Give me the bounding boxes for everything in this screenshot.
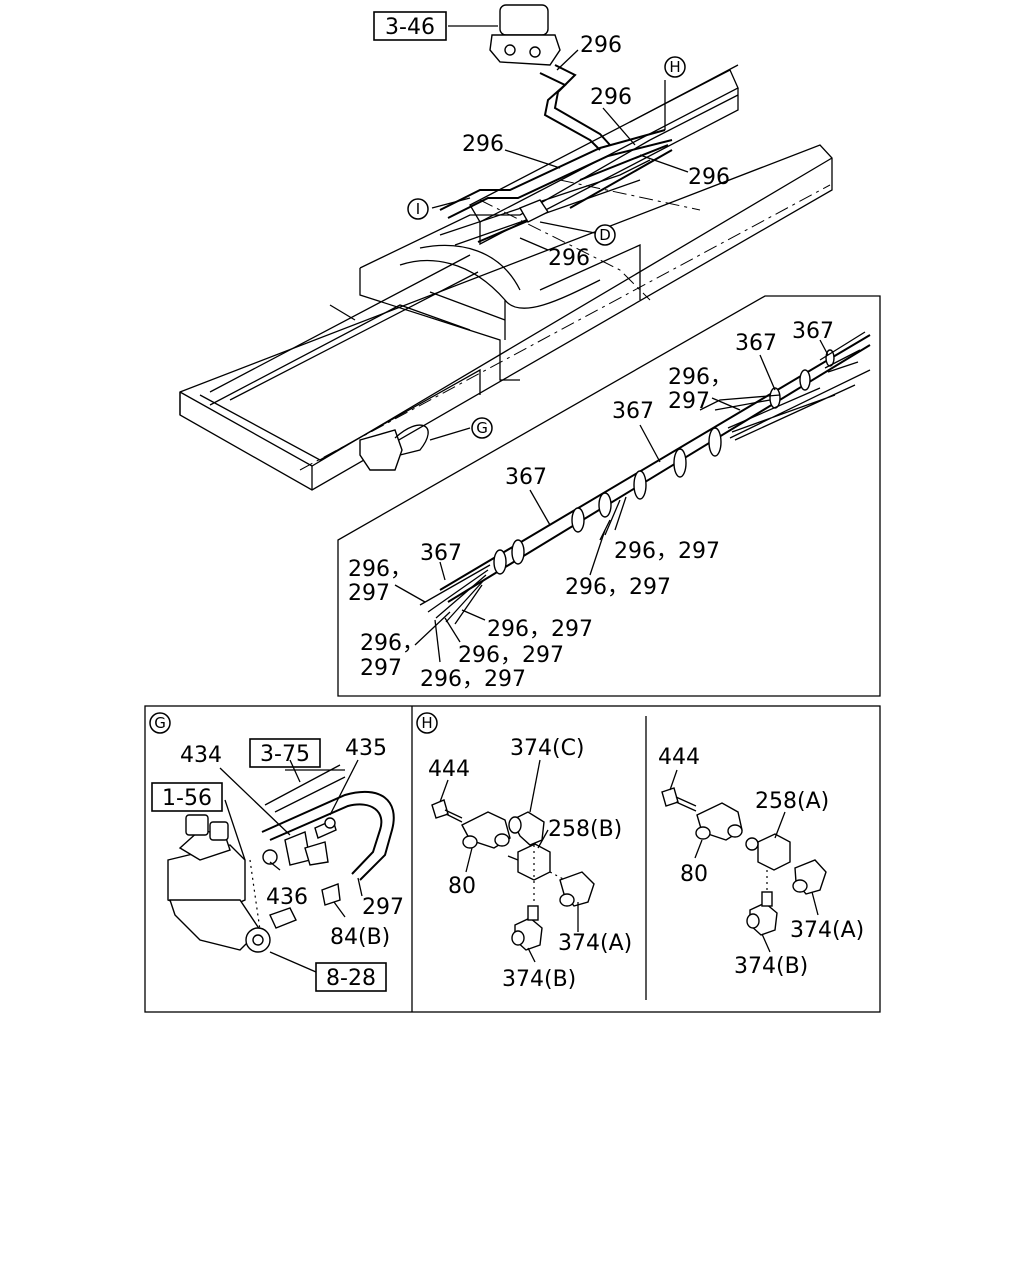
part-label-296-d: 296	[688, 165, 730, 190]
marker-i-label: I	[416, 200, 420, 218]
part-label-296-297-h: 296，297	[420, 667, 526, 692]
panel-h-left-part-444: 444	[428, 757, 470, 782]
part-label-296-297-g: 296，297	[458, 643, 564, 668]
part-label-296-e: 296	[548, 246, 590, 271]
harness-clamps	[493, 349, 835, 575]
reference-3-46: 3-46	[385, 15, 435, 40]
panel-g-part-436: 436	[266, 885, 308, 910]
part-label-296-297-f: 296，297	[487, 617, 593, 642]
pipe-routing	[359, 4, 673, 471]
marker-h-label: H	[669, 58, 680, 76]
top-leaders	[429, 25, 689, 441]
panel-g-part-297: 297	[362, 895, 404, 920]
panel-h-left-part-374b: 374(B)	[502, 967, 576, 992]
panel-g-part-435: 435	[345, 736, 387, 761]
part-label-296-297-b: 296，297	[614, 539, 720, 564]
panel-h-left-part-374c: 374(C)	[510, 736, 585, 761]
panel-g: G 3-75 1-56 8-28	[149, 712, 395, 992]
panel-h-left-part-258b: 258(B)	[548, 817, 622, 842]
marker-g-circle	[471, 417, 493, 439]
part-label-296-c: 296	[462, 132, 504, 157]
panel-h-right-part-80: 80	[680, 862, 708, 887]
reference-box-3-75[interactable]	[249, 738, 321, 768]
part-label-296-297-e2: 297	[360, 656, 402, 681]
panel-h-left-part-80: 80	[448, 874, 476, 899]
panel-h-left: H	[416, 712, 595, 963]
panel-g-part-434: 434	[180, 743, 222, 768]
panel-h-right-part-258a: 258(A)	[755, 789, 829, 814]
reference-8-28: 8-28	[326, 966, 376, 991]
part-label-367-b: 367	[735, 331, 777, 356]
part-label-296-297-e1: 296，	[360, 631, 424, 656]
marker-g-label: G	[476, 419, 488, 437]
part-label-296-297-a1: 296，	[668, 365, 732, 390]
marker-d-circle	[594, 224, 616, 246]
marker-h-circle	[664, 56, 686, 78]
reference-box-3-46[interactable]	[373, 11, 447, 41]
panel-h-right-part-444: 444	[658, 745, 700, 770]
part-label-367-a: 367	[792, 319, 834, 344]
part-label-367-d: 367	[505, 465, 547, 490]
panel-h-right-part-374a: 374(A)	[790, 918, 864, 943]
panel-h-marker: H	[421, 714, 432, 732]
panel-g-part-84b: 84(B)	[330, 925, 390, 950]
marker-d-label: D	[599, 226, 611, 244]
reference-3-75: 3-75	[260, 742, 310, 767]
part-label-296-297-d1: 296，	[348, 557, 412, 582]
part-label-367-e: 367	[420, 541, 462, 566]
chassis-frame	[179, 64, 833, 491]
reference-box-1-56[interactable]	[151, 782, 223, 812]
part-label-296-b: 296	[590, 85, 632, 110]
marker-i-circle	[407, 198, 429, 220]
harness-detail-panel	[337, 295, 881, 697]
panel-g-marker: G	[154, 714, 166, 732]
panel-h-right	[661, 769, 827, 953]
reference-box-8-28[interactable]	[315, 962, 387, 992]
panel-h-left-part-374a: 374(A)	[558, 931, 632, 956]
part-label-296-297-d2: 297	[348, 581, 390, 606]
part-label-296-a: 296	[580, 33, 622, 58]
detail-panels-frame	[144, 705, 881, 1013]
reference-1-56: 1-56	[162, 786, 212, 811]
part-label-367-c: 367	[612, 399, 654, 424]
part-label-296-297-a2: 297	[668, 389, 710, 414]
panel-h-right-part-374b: 374(B)	[734, 954, 808, 979]
part-label-296-297-c: 296，297	[565, 575, 671, 600]
